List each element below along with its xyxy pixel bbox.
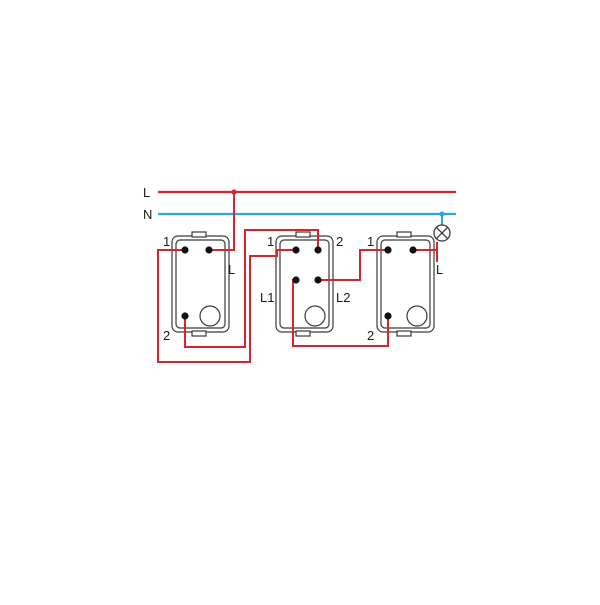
- middle-label-L2: L2: [336, 290, 350, 305]
- wire-left-1-loop: [157, 249, 296, 363]
- right-label-1: 1: [367, 234, 374, 249]
- right-label-2: 2: [367, 328, 374, 343]
- wire-mid-L2-to-right-1: [318, 249, 388, 281]
- right-terminal-1: [384, 246, 392, 254]
- middle-label-2: 2: [336, 234, 343, 249]
- lamp-icon: [433, 224, 451, 242]
- right-label-L: L: [436, 262, 443, 277]
- live-bus-label: L: [143, 185, 150, 200]
- right-terminal-L: [409, 246, 417, 254]
- left-terminal-2: [181, 312, 189, 320]
- right-terminal-2: [384, 312, 392, 320]
- middle-terminal-L2: [314, 276, 322, 284]
- middle-terminal-1: [292, 246, 300, 254]
- left-terminal-L: [205, 246, 213, 254]
- left-label-1: 1: [163, 234, 170, 249]
- switch-right: [376, 231, 435, 337]
- switch-middle: [275, 231, 334, 337]
- switch-left: [171, 231, 230, 337]
- neutral-junction-dot: [439, 211, 445, 217]
- middle-label-1: 1: [267, 234, 274, 249]
- middle-terminal-L1: [292, 276, 300, 284]
- left-terminal-1: [181, 246, 189, 254]
- neutral-bus-label: N: [143, 207, 152, 222]
- middle-terminal-2: [314, 246, 322, 254]
- left-label-L: L: [228, 262, 235, 277]
- middle-label-L1: L1: [260, 290, 274, 305]
- terminals: [181, 246, 417, 320]
- live-junction-dot: [231, 189, 237, 195]
- left-label-2: 2: [163, 328, 170, 343]
- wire-left-2: [184, 229, 319, 348]
- wire-live-to-left-L: [209, 192, 235, 251]
